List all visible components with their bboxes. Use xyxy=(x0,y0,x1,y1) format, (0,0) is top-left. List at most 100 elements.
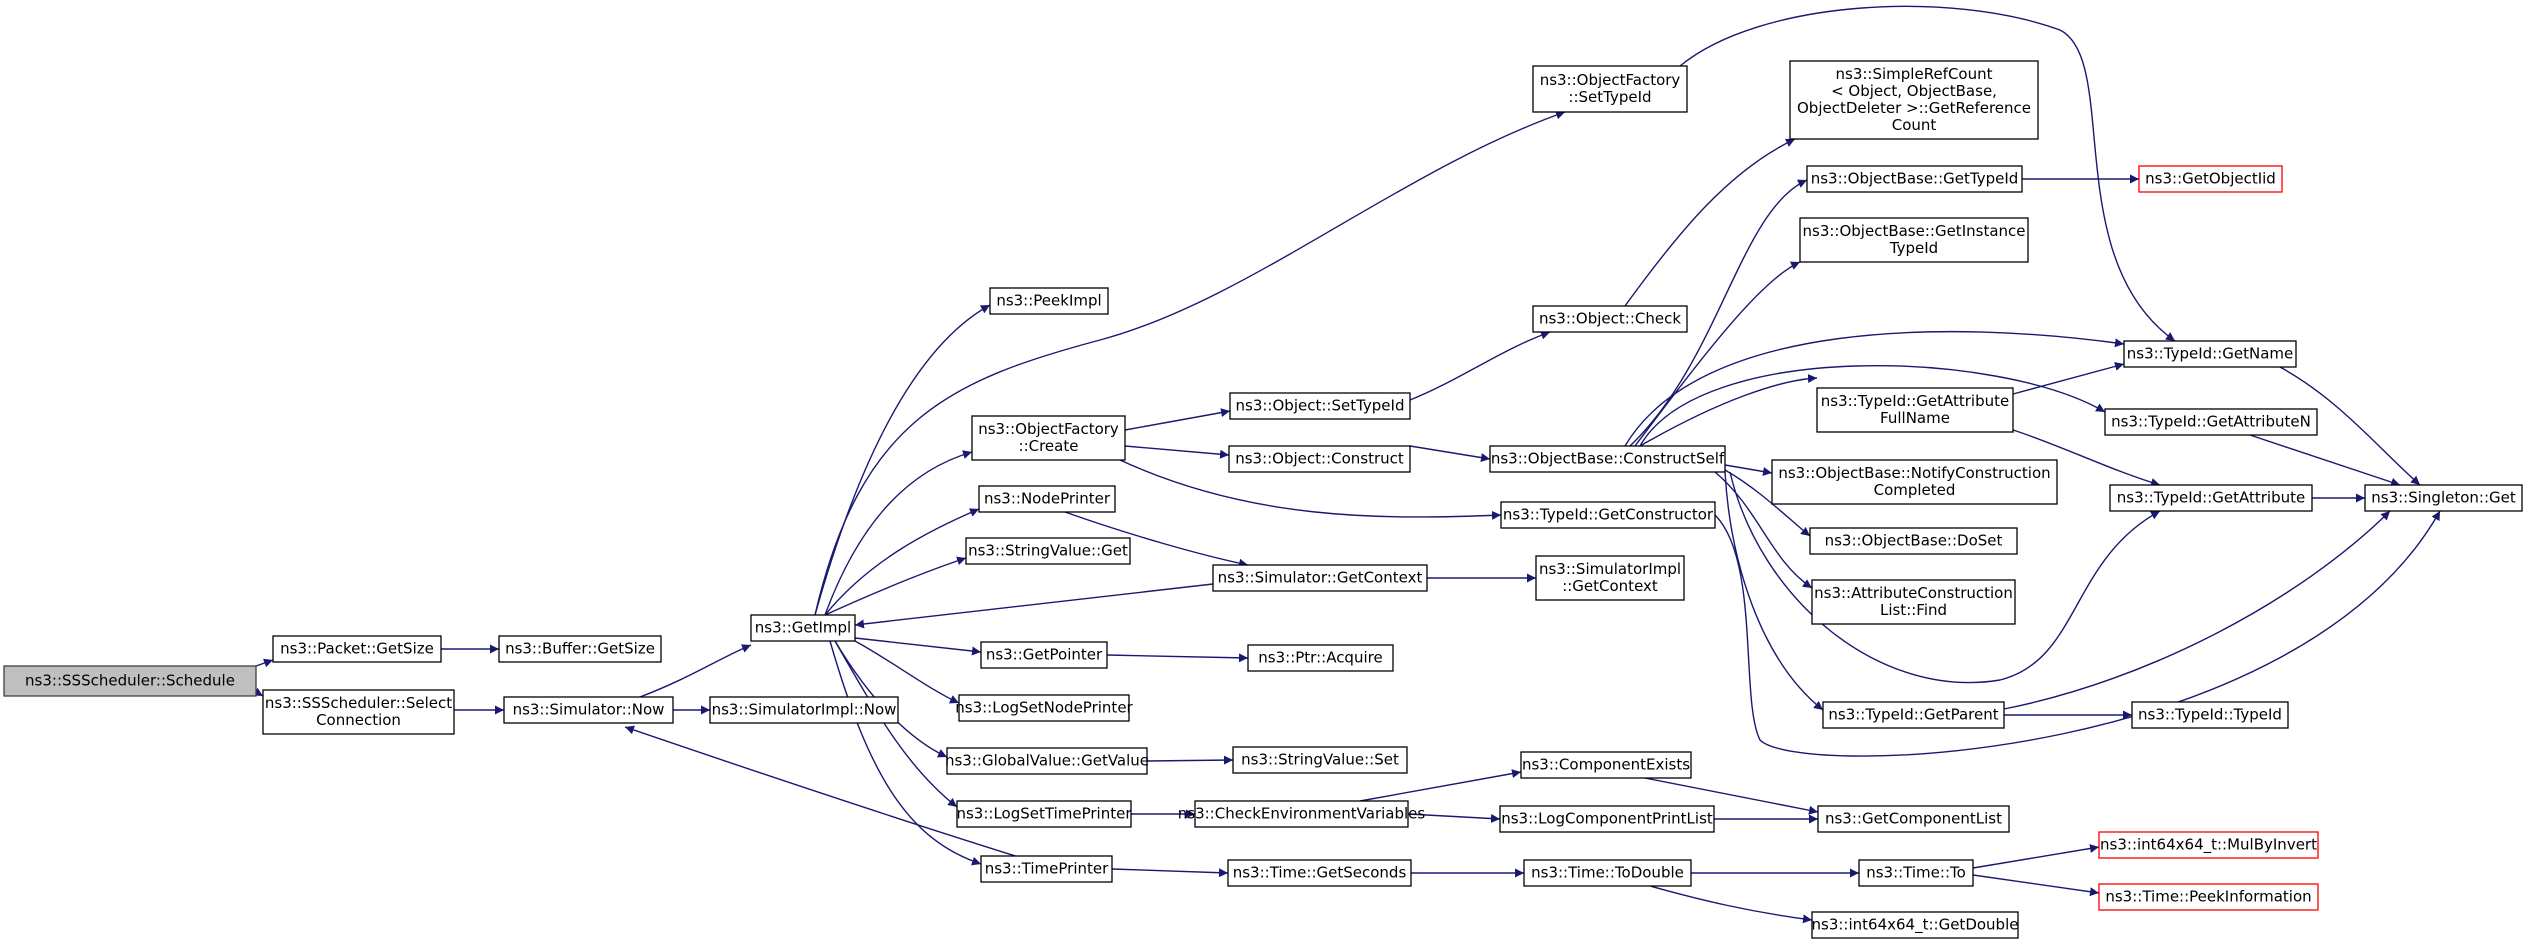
node-box xyxy=(1194,800,1409,828)
node-label: < Object, ObjectBase, xyxy=(1831,82,1997,100)
node-typeid-typeid[interactable]: ns3::TypeId::TypeId xyxy=(2131,701,2289,729)
node-box xyxy=(1229,392,1411,420)
node-box xyxy=(750,614,856,642)
call-edge xyxy=(814,304,991,616)
node-label: ns3::Object::Check xyxy=(1539,310,1681,328)
node-checkenv[interactable]: ns3::CheckEnvironmentVariables xyxy=(1178,800,1426,828)
node-globalvalue-getvalue[interactable]: ns3::GlobalValue::GetValue xyxy=(945,747,1149,775)
node-box xyxy=(2138,165,2283,193)
node-box xyxy=(709,696,899,724)
node-simimpl-getcontext[interactable]: ns3::SimulatorImpl::GetContext xyxy=(1535,555,1685,601)
call-edge xyxy=(824,508,980,616)
node-objectbase-notify[interactable]: ns3::ObjectBase::NotifyConstructionCompl… xyxy=(1771,459,2058,505)
node-sim-now[interactable]: ns3::Simulator::Now xyxy=(503,696,674,724)
call-edge xyxy=(829,640,982,866)
node-typeid-getname[interactable]: ns3::TypeId::GetName xyxy=(2123,340,2297,368)
node-label: ns3::NodePrinter xyxy=(984,490,1111,508)
node-box xyxy=(978,485,1116,513)
node-typeid-getattributen[interactable]: ns3::TypeId::GetAttributeN xyxy=(2104,408,2318,436)
node-label: ns3::TimePrinter xyxy=(985,860,1109,878)
node-label: ns3::TypeId::GetParent xyxy=(1828,706,1998,724)
call-edge xyxy=(1729,471,2161,684)
node-object-construct[interactable]: ns3::Object::Construct xyxy=(1228,445,1411,473)
call-edge xyxy=(1064,511,1249,568)
node-label: ns3::TypeId::GetAttributeN xyxy=(2111,413,2311,431)
node-time-to[interactable]: ns3::Time::To xyxy=(1858,859,1974,887)
node-box xyxy=(3,665,257,697)
node-of-create[interactable]: ns3::ObjectFactory::Create xyxy=(971,415,1126,461)
node-objectbase-doset[interactable]: ns3::ObjectBase::DoSet xyxy=(1809,527,2018,555)
node-box xyxy=(1535,555,1685,601)
node-simimpl-now[interactable]: ns3::SimulatorImpl::Now xyxy=(709,696,899,724)
node-singleton-get[interactable]: ns3::Singleton::Get xyxy=(2364,484,2523,512)
node-label: ns3::ObjectBase::GetInstance xyxy=(1803,222,2026,240)
node-sim-getcontext[interactable]: ns3::Simulator::GetContext xyxy=(1212,564,1428,592)
call-edge xyxy=(1639,364,2106,447)
node-label: ns3::TypeId::GetConstructor xyxy=(1503,506,1714,524)
call-edge xyxy=(1724,464,1773,476)
node-nodeprinter[interactable]: ns3::NodePrinter xyxy=(978,485,1116,513)
node-getimpl[interactable]: ns3::GetImpl xyxy=(750,614,856,642)
node-buffer-getsize[interactable]: ns3::Buffer::GetSize xyxy=(498,635,662,663)
call-edge xyxy=(1649,885,1813,924)
node-box xyxy=(980,855,1113,883)
call-edge xyxy=(1119,459,1502,520)
node-getcomponentlist[interactable]: ns3::GetComponentList xyxy=(1817,805,2010,833)
node-label: ns3::Buffer::GetSize xyxy=(505,640,655,658)
node-time-peekinformation[interactable]: ns3::Time::PeekInformation xyxy=(2098,883,2319,911)
node-time-todouble[interactable]: ns3::Time::ToDouble xyxy=(1523,859,1692,887)
node-label: ns3::GetImpl xyxy=(755,619,851,637)
node-box xyxy=(1520,751,1692,779)
node-stringvalue-set[interactable]: ns3::StringValue::Set xyxy=(1232,746,1408,774)
node-typeid-getparent[interactable]: ns3::TypeId::GetParent xyxy=(1822,701,2005,729)
node-objectbase-constructself[interactable]: ns3::ObjectBase::ConstructSelf xyxy=(1489,445,1726,473)
node-getpointer[interactable]: ns3::GetPointer xyxy=(980,641,1108,669)
node-logsettimeprinter[interactable]: ns3::LogSetTimePrinter xyxy=(956,800,1132,828)
node-peekimpl[interactable]: ns3::PeekImpl xyxy=(989,287,1109,315)
node-objectbase-gettypeid[interactable]: ns3::ObjectBase::GetTypeId xyxy=(1806,165,2023,193)
node-label: ns3::Time::GetSeconds xyxy=(1233,864,1407,882)
node-box xyxy=(262,689,455,735)
node-label: ns3::Object::SetTypeId xyxy=(1236,397,1405,415)
node-object-settypeid[interactable]: ns3::Object::SetTypeId xyxy=(1229,392,1411,420)
node-label: Completed xyxy=(1874,481,1956,499)
node-ptr-acquire[interactable]: ns3::Ptr::Acquire xyxy=(1247,644,1394,672)
node-box xyxy=(1811,579,2016,625)
call-edge xyxy=(1972,874,2100,897)
node-typeid-getconstructor[interactable]: ns3::TypeId::GetConstructor xyxy=(1500,501,1716,529)
node-label: ns3::Time::To xyxy=(1866,864,1966,882)
node-box xyxy=(956,800,1132,828)
call-edge xyxy=(1629,179,1808,447)
node-int64-getdouble[interactable]: ns3::int64x64_t::GetDouble xyxy=(1811,911,2019,939)
node-of-settypeid[interactable]: ns3::ObjectFactory::SetTypeId xyxy=(1532,65,1688,113)
node-time-getseconds[interactable]: ns3::Time::GetSeconds xyxy=(1227,859,1412,887)
node-label: ns3::Singleton::Get xyxy=(2371,489,2516,507)
node-stringvalue-get[interactable]: ns3::StringValue::Get xyxy=(965,537,1131,565)
call-edge xyxy=(1407,813,1501,824)
node-label: ns3::GetPointer xyxy=(986,646,1103,664)
node-box xyxy=(1523,859,1692,887)
node-packet-getsize[interactable]: ns3::Packet::GetSize xyxy=(272,635,442,663)
node-label: ns3::LogSetNodePrinter xyxy=(955,699,1133,717)
node-ss-schedule[interactable]: ns3::SSScheduler::Schedule xyxy=(3,665,257,697)
node-logsetnodeprinter[interactable]: ns3::LogSetNodePrinter xyxy=(955,694,1134,722)
node-box xyxy=(1799,217,2029,263)
node-logcomponentprintlist[interactable]: ns3::LogComponentPrintList xyxy=(1499,805,1715,833)
node-getobjectiid[interactable]: ns3::GetObjectIid xyxy=(2138,165,2283,193)
node-timeprinter[interactable]: ns3::TimePrinter xyxy=(980,855,1113,883)
node-simplerefcount[interactable]: ns3::SimpleRefCount< Object, ObjectBase,… xyxy=(1789,60,2039,140)
node-int64-mulbyinvert[interactable]: ns3::int64x64_t::MulByInvert xyxy=(2098,831,2319,859)
call-edge xyxy=(1409,330,1551,401)
node-componentexists[interactable]: ns3::ComponentExists xyxy=(1520,751,1692,779)
call-edge xyxy=(1714,471,1813,589)
node-label: List::Find xyxy=(1880,601,1947,619)
node-label: ns3::LogComponentPrintList xyxy=(1501,810,1713,828)
node-object-check[interactable]: ns3::Object::Check xyxy=(1532,305,1688,333)
node-typeid-getattribute[interactable]: ns3::TypeId::GetAttribute xyxy=(2109,484,2313,512)
call-edge xyxy=(1679,5,2176,342)
